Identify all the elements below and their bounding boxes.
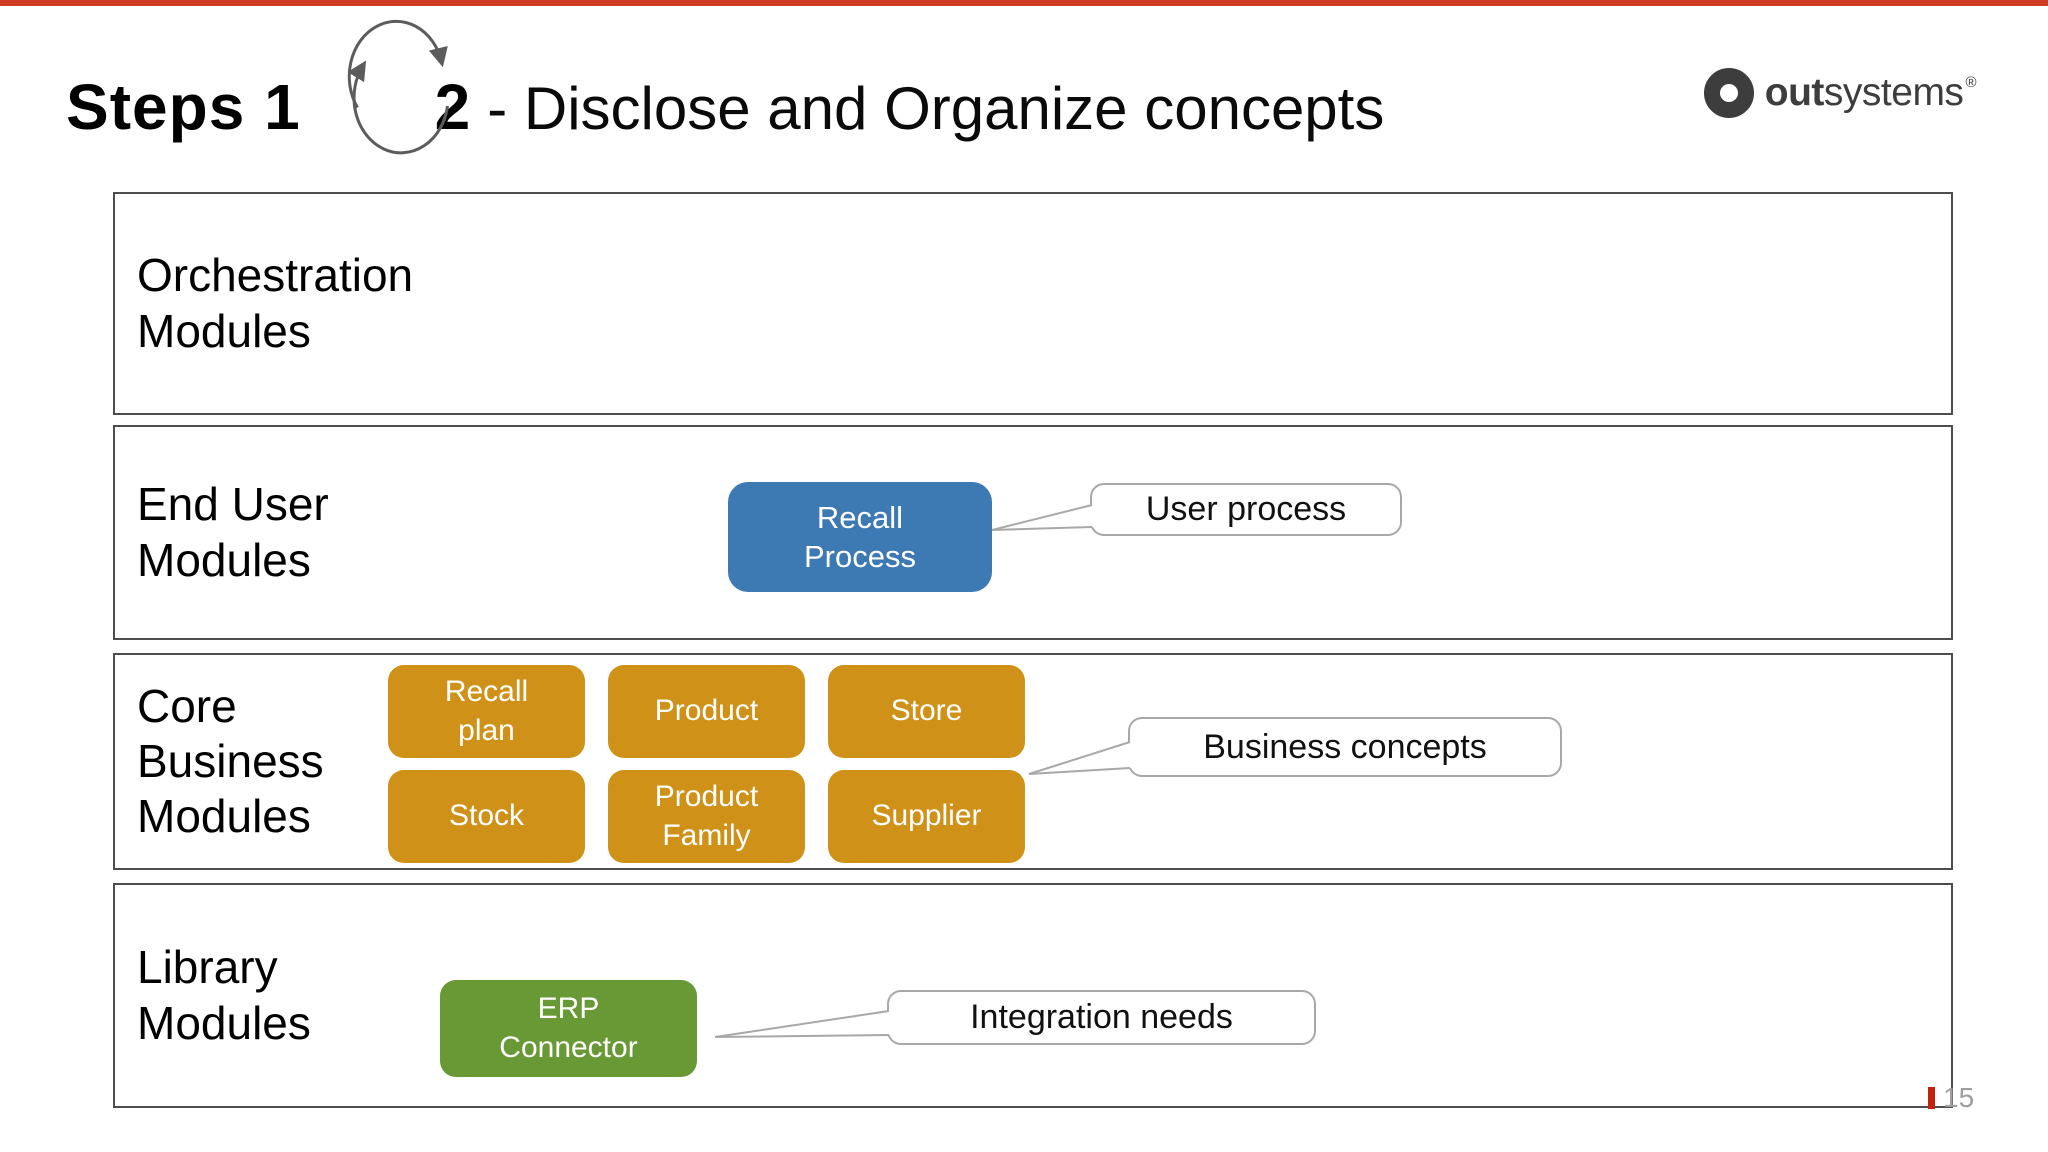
layer-label-library: Library Modules <box>137 941 311 1049</box>
layer-end-user-modules: End User Modules <box>113 425 1953 640</box>
outsystems-logo: outsystems® <box>1703 68 1977 118</box>
page-number-tick <box>1928 1087 1935 1109</box>
layer-label-end-user: End User Modules <box>137 478 329 586</box>
accent-bar <box>0 0 2048 6</box>
logo-word-systems: systems <box>1823 71 1964 114</box>
cycle-arrows-icon <box>347 19 449 155</box>
module-chip-product: Product <box>608 665 805 758</box>
page-number-label: 15 <box>1943 1082 1975 1113</box>
callout-user-process: User process <box>1090 483 1402 536</box>
module-chip-recall-plan: Recall plan <box>388 665 585 758</box>
callout-integration-needs: Integration needs <box>887 990 1316 1045</box>
module-chip-stock: Stock <box>388 770 585 863</box>
logo-word-out: out <box>1764 71 1825 114</box>
outsystems-donut-icon <box>1703 68 1754 118</box>
outsystems-logo-text: outsystems® <box>1764 71 1977 115</box>
module-chip-recall-process: Recall Process <box>728 482 992 592</box>
page-number: 15 <box>1928 1082 1974 1114</box>
title-steps-prefix: Steps 1 <box>66 71 301 143</box>
module-chip-erp-connector: ERP Connector <box>440 980 697 1077</box>
layer-label-core-business: Core Business Modules <box>137 679 324 843</box>
logo-registered-mark: ® <box>1965 74 1976 91</box>
layer-orchestration-modules: Orchestration Modules <box>113 192 1953 415</box>
page-title: Steps 1 2- Disclose and Organize concept… <box>66 19 1385 155</box>
module-chip-supplier: Supplier <box>828 770 1025 863</box>
layer-label-orchestration: Orchestration Modules <box>137 249 414 357</box>
title-steps-suffix: 2 <box>434 71 472 143</box>
callout-business-concepts: Business concepts <box>1128 717 1562 777</box>
module-chip-product-family: Product Family <box>608 770 805 863</box>
module-chip-store: Store <box>828 665 1025 758</box>
title-subtitle: - Disclose and Organize concepts <box>487 75 1385 142</box>
